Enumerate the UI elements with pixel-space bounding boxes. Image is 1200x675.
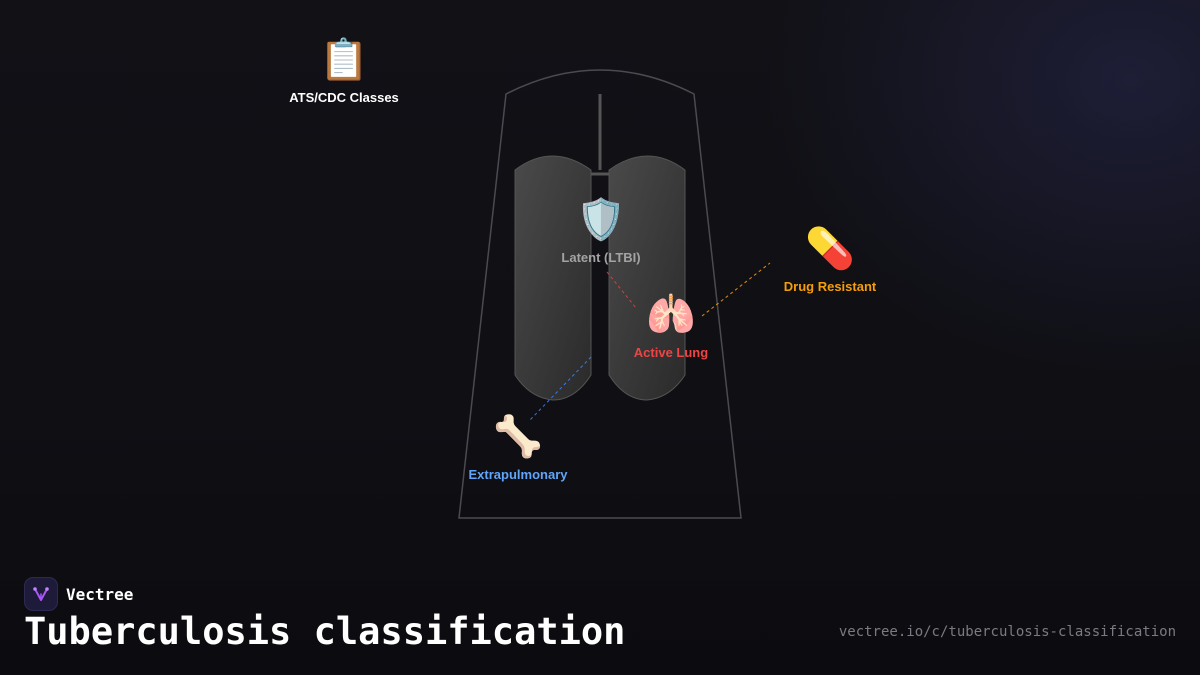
- node-latent-label: Latent (LTBI): [561, 250, 641, 265]
- node-ats-cdc-classes: 📋 ATS/CDC Classes: [289, 36, 399, 105]
- left-lung: [514, 155, 592, 401]
- node-extrapulmonary: 🦴 Extrapulmonary: [469, 413, 568, 482]
- connector-latent-active: [606, 271, 637, 309]
- node-latent-ltbi: 🛡️ Latent (LTBI): [561, 196, 640, 265]
- node-active-lung: 🫁 Active Lung: [634, 291, 708, 360]
- brand[interactable]: Vectree: [24, 577, 133, 611]
- page-url[interactable]: vectree.io/c/tuberculosis-classification: [838, 624, 1176, 640]
- vectree-logo-icon: [24, 577, 58, 611]
- pill-icon: 💊: [805, 226, 855, 272]
- node-drug-resistant-label: Drug Resistant: [783, 279, 877, 294]
- connector-lung-extrapulmonary: [529, 356, 592, 421]
- connector-active-drug-resistant: [701, 262, 771, 317]
- bone-icon: 🦴: [493, 414, 543, 460]
- clipboard-icon: 📋: [319, 37, 369, 83]
- page-title: Tuberculosis classification: [24, 610, 626, 653]
- right-lung: [608, 155, 686, 401]
- brand-name: Vectree: [66, 584, 134, 604]
- shield-icon: 🛡️: [576, 197, 626, 243]
- thorax-outline: [458, 69, 742, 519]
- node-extrapulmonary-label: Extrapulmonary: [468, 467, 568, 482]
- node-ats-cdc-label: ATS/CDC Classes: [289, 90, 399, 105]
- lungs-icon: 🫁: [646, 292, 696, 338]
- node-active-label: Active Lung: [633, 345, 709, 360]
- node-drug-resistant: 💊 Drug Resistant: [784, 225, 876, 294]
